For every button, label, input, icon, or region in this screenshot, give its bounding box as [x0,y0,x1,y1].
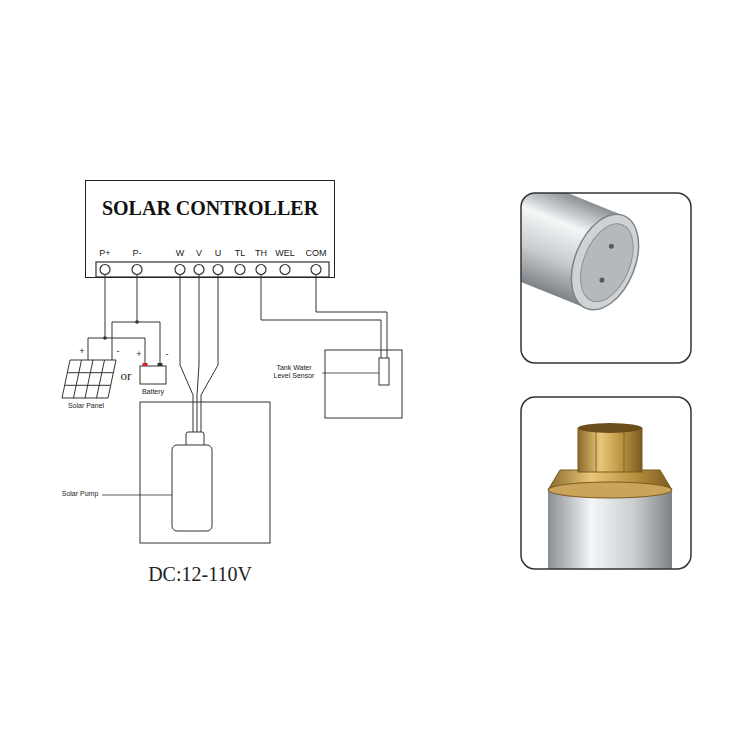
terminal-screw [235,265,245,275]
pin-name: P- [133,248,142,258]
pin-name: V [196,248,202,258]
terminal-screws [100,265,321,275]
end-recess [570,216,643,309]
pin-name: TL [235,248,246,258]
brass-rim [548,482,672,498]
wire [105,275,106,339]
end-hole [599,277,606,284]
sensor-wires [261,275,387,359]
terminal-screw [311,265,321,275]
nut-facet [624,428,625,472]
pump-end-photo [521,193,691,363]
panel-grid [85,360,93,398]
level-sensor [379,358,389,385]
polarity-sign: + [136,349,141,359]
controller-box: SOLAR CONTROLLER [85,180,335,278]
wire [180,275,193,437]
tank-box [325,350,402,418]
pin-name: U [215,248,222,258]
panel-grid [67,372,113,373]
polarity-sign: + [79,346,84,356]
part-name: Solar Pump [62,490,99,498]
polarity-sign: - [117,346,120,356]
battery-icon [140,363,166,384]
part-name: Solar Panel [68,402,104,410]
outlet-thread [578,423,642,433]
pump-wires [180,275,218,437]
part-name: Tank Water Level Sensor [269,364,319,380]
wire [112,322,160,366]
battery-terminal [158,363,163,366]
polarity-sign: - [166,349,169,359]
junction-dot [135,320,139,324]
terminal-screw [100,265,110,275]
solar-panel-icon [62,360,116,398]
junction-dot [103,336,107,340]
terminal-screw [175,265,185,275]
pin-name: W [176,248,185,258]
photo-frame [521,397,691,569]
pin-name: P+ [99,248,110,258]
voltage-note: DC:12-110V [148,563,252,586]
panel-grid [74,360,82,398]
nut-facet [596,428,597,472]
panel-frame [62,360,116,398]
part-name: Battery [142,388,164,396]
wire [316,275,387,359]
panel-grid [97,360,105,398]
wire [137,275,138,323]
terminal-strip [96,262,329,277]
leader-line [322,373,379,374]
photo-frame [521,193,691,363]
pin-name: TH [255,248,267,258]
end-face [558,204,651,319]
pump-cylinder [548,488,672,569]
wire [261,275,381,359]
wire [201,275,218,437]
pump-icon [172,432,212,531]
wire [197,275,199,437]
leader-line [102,495,172,496]
box-title: SOLAR CONTROLLER [86,197,334,220]
well-box [140,402,270,543]
pin-name: WEL [275,248,295,258]
connector-word: or [121,369,132,384]
pump-outlet-photo [521,397,691,569]
pin-name: COM [306,248,327,258]
terminal-screw [213,265,223,275]
terminal-screw [194,265,204,275]
power-wires [88,275,160,367]
pump-body [172,445,212,531]
terminal-screw [280,265,290,275]
battery-body [140,366,166,384]
terminal-screw [256,265,266,275]
terminal-screw [132,265,142,275]
battery-terminal [143,363,148,366]
brass-nut [578,428,642,472]
pump-cap [186,432,204,446]
panel-grid [65,385,111,386]
end-hole [608,243,615,250]
